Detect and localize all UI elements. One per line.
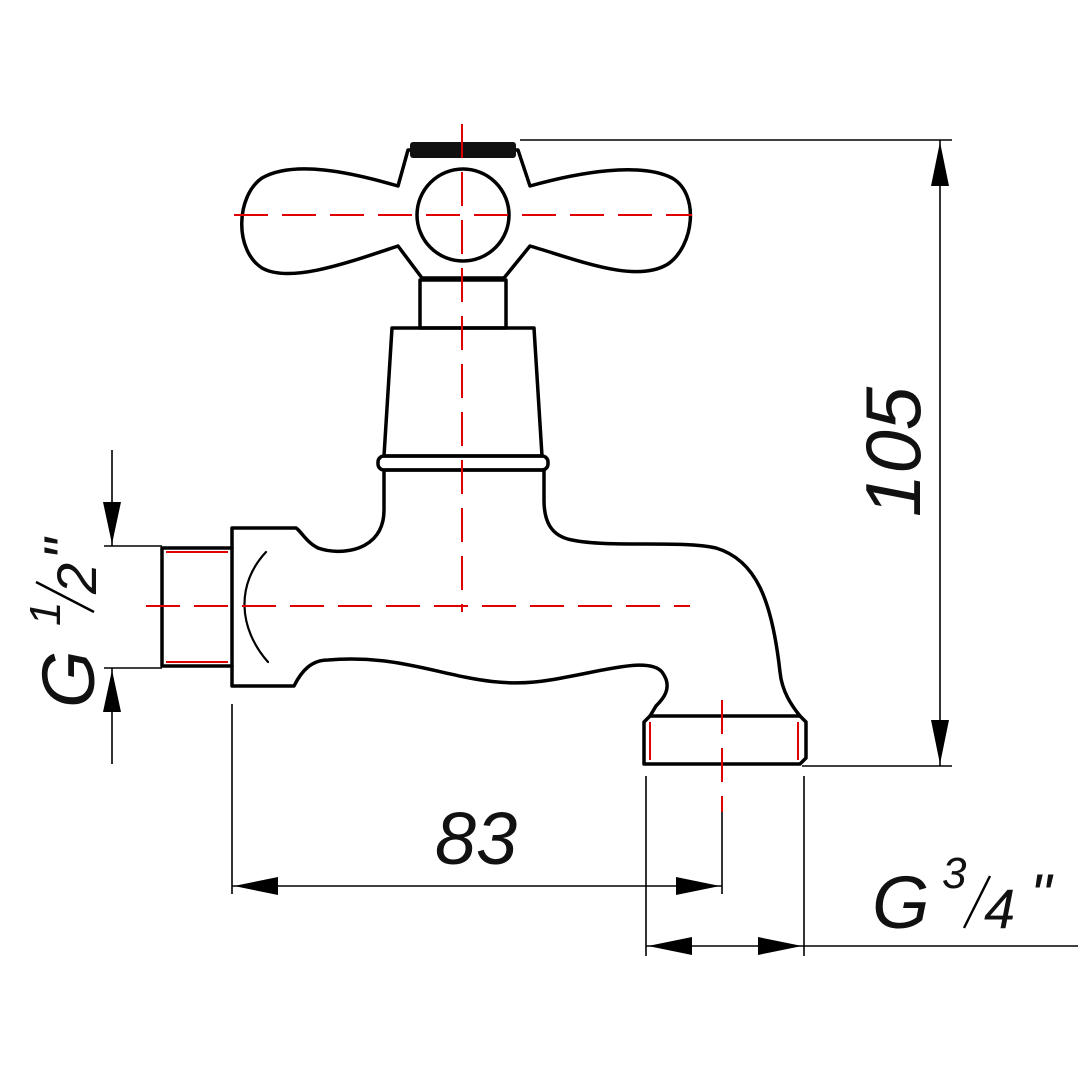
cross-handle — [240, 142, 693, 280]
length-value: 83 — [435, 797, 517, 880]
inlet-thread-dimension: G 1 2 " — [21, 450, 162, 764]
faucet-body — [230, 468, 802, 718]
inlet-thread-denominator: 2 — [45, 563, 108, 595]
outlet-thread-numerator: 3 — [942, 849, 967, 898]
handle-hub — [415, 167, 511, 263]
length-dimension: 83 — [231, 704, 723, 895]
inlet-thread-numerator: 1 — [21, 602, 70, 626]
outlet-thread-mark: " — [1030, 862, 1054, 929]
height-value: 105 — [849, 386, 937, 517]
inlet-thread-prefix: G — [27, 650, 110, 708]
outlet-thread — [642, 714, 808, 766]
height-dimension: 105 — [520, 139, 952, 767]
centerlines — [146, 124, 723, 812]
outlet-thread-dimension: G 3 4 " — [645, 776, 1078, 956]
outlet-thread-prefix: G — [872, 861, 930, 944]
inlet-thread-mark: " — [32, 536, 99, 560]
outlet-thread-denominator: 4 — [984, 877, 1015, 940]
